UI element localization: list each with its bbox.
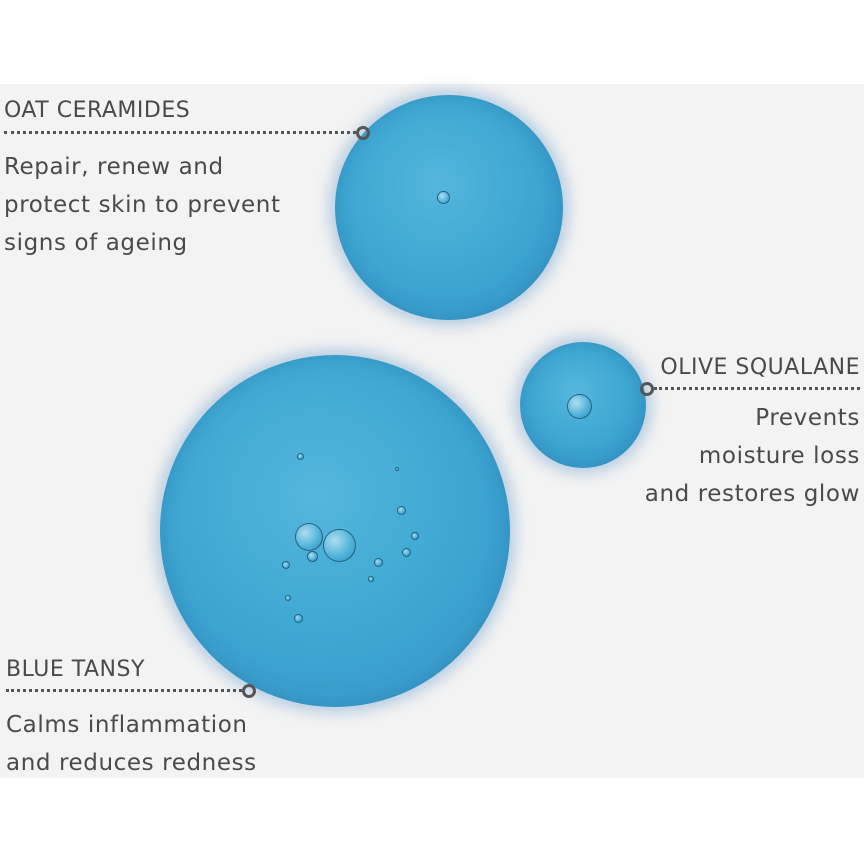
droplet-bubble	[437, 191, 450, 204]
blue-tansy-droplet	[160, 355, 510, 707]
droplet-bubble	[395, 467, 399, 471]
blue-tansy-leader-line	[6, 689, 242, 692]
oat-ceramides-marker	[356, 126, 370, 140]
oat-ceramides-description: Repair, renew and protect skin to preven…	[4, 148, 281, 262]
droplet-bubble	[368, 576, 374, 582]
description-line: and reduces redness	[6, 750, 257, 776]
droplet-bubble	[567, 394, 592, 419]
blue-tansy-marker	[242, 684, 256, 698]
droplet-bubble	[285, 595, 291, 601]
oat-ceramides-title: OAT CERAMIDES	[4, 98, 191, 123]
droplet-bubble	[297, 453, 304, 460]
droplet-bubble	[402, 548, 411, 557]
olive-squalane-droplet	[520, 342, 646, 468]
oat-ceramides-droplet	[335, 95, 563, 320]
description-line: signs of ageing	[4, 230, 188, 256]
droplet-bubble	[323, 529, 356, 562]
olive-squalane-title: OLIVE SQUALANE	[660, 355, 860, 380]
blue-tansy-title: BLUE TANSY	[6, 657, 145, 682]
droplet-bubble	[411, 532, 419, 540]
olive-squalane-marker	[640, 382, 654, 396]
olive-squalane-description: Prevents moisture loss and restores glow	[645, 399, 860, 513]
droplet-bubble	[295, 523, 323, 551]
oat-ceramides-leader-line	[4, 131, 356, 134]
blue-tansy-description: Calms inflammation and reduces redness	[6, 706, 257, 782]
description-line: Calms inflammation	[6, 712, 248, 738]
droplet-bubble	[282, 561, 290, 569]
description-line: protect skin to prevent	[4, 192, 281, 218]
droplet-bubble	[374, 558, 383, 567]
description-line: and restores glow	[644, 481, 860, 507]
description-line: Prevents	[755, 405, 860, 431]
droplet-bubble	[294, 614, 303, 623]
droplet-bubble	[397, 506, 406, 515]
olive-squalane-leader-line	[654, 387, 860, 390]
droplet-bubble	[307, 551, 318, 562]
description-line: moisture loss	[698, 443, 860, 469]
description-line: Repair, renew and	[4, 154, 224, 180]
